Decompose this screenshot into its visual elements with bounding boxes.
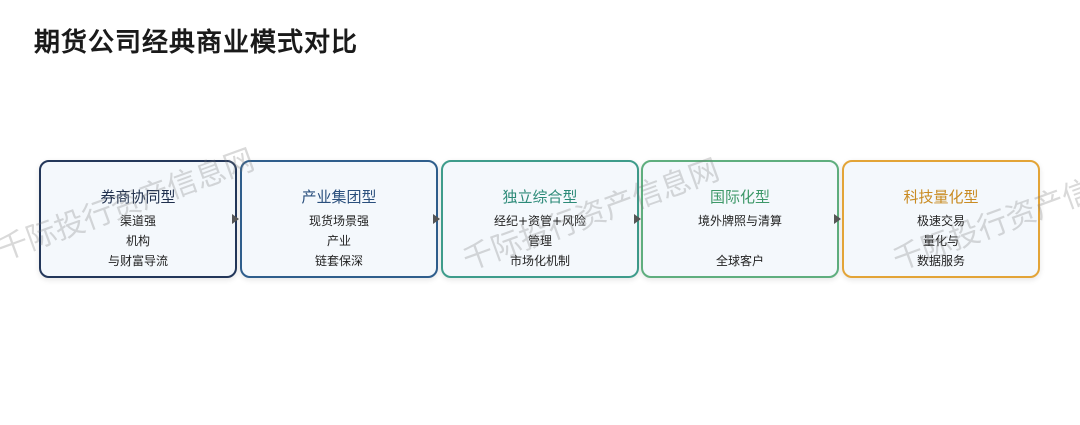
- model-feature: 全球客户: [715, 254, 764, 268]
- model-feature: 现货场景强: [308, 214, 369, 228]
- model-feature: 市场化机制: [509, 254, 570, 268]
- flow-arrow-icon: [834, 214, 841, 224]
- model-feature: 数据服务: [916, 254, 965, 268]
- page-title: 期货公司经典商业模式对比: [34, 28, 359, 58]
- model-feature: 量化与: [922, 234, 959, 248]
- model-name: 独立综合型: [502, 188, 578, 206]
- model-name: 产业集团型: [301, 188, 377, 206]
- model-name: 科技量化型: [903, 188, 979, 206]
- model-feature: [643, 231, 837, 251]
- model-feature: 经纪+资管+风险: [493, 214, 587, 228]
- model-card-international: 国际化型 境外牌照与清算 全球客户: [641, 160, 839, 278]
- model-feature: 渠道强: [119, 214, 156, 228]
- model-feature: 境外牌照与清算: [697, 214, 782, 228]
- model-card-industrial-group: 产业集团型 现货场景强 产业 链套保深: [240, 160, 438, 278]
- model-feature: 产业: [326, 234, 351, 248]
- model-card-tech-quant: 科技量化型 极速交易 量化与 数据服务: [842, 160, 1040, 278]
- model-feature: 链套保深: [314, 254, 363, 268]
- model-card-broker-synergy: 券商协同型 渠道强 机构 与财富导流: [39, 160, 237, 278]
- model-feature: 管理: [527, 234, 552, 248]
- flow-arrow-icon: [433, 214, 440, 224]
- model-feature: 极速交易: [916, 214, 965, 228]
- model-name: 券商协同型: [100, 188, 176, 206]
- model-feature: 机构: [125, 234, 150, 248]
- model-feature: 与财富导流: [107, 254, 168, 268]
- flow-arrow-icon: [634, 214, 641, 224]
- model-card-independent-integrated: 独立综合型 经纪+资管+风险 管理 市场化机制: [441, 160, 639, 278]
- flow-arrow-icon: [232, 214, 239, 224]
- model-name: 国际化型: [709, 188, 770, 206]
